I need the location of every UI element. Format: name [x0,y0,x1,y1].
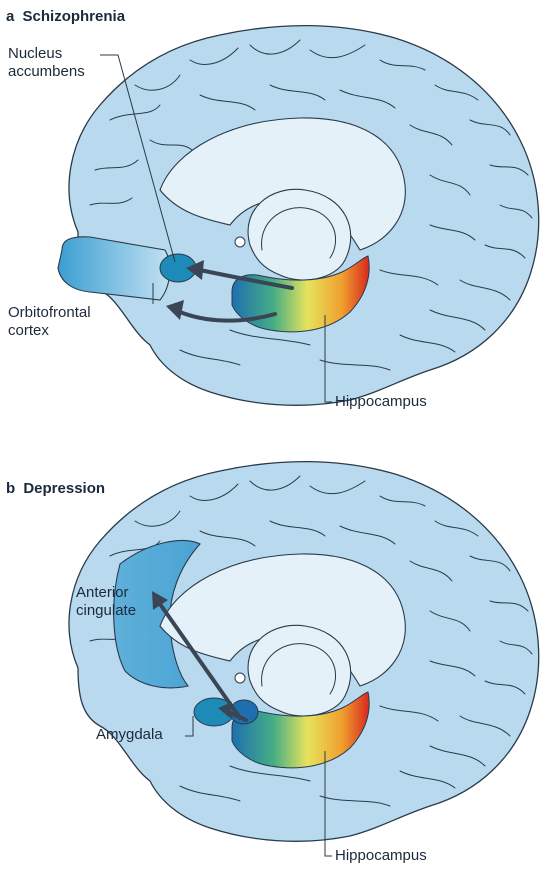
panel-a-schizophrenia: a Schizophrenia [0,0,549,436]
label-nucleus-accumbens-line1: Nucleus [8,45,85,63]
label-anterior-cingulate: Anterior cingulate [76,584,136,620]
label-nucleus-accumbens: Nucleus accumbens [8,45,85,81]
label-anterior-cingulate-line1: Anterior [76,584,136,602]
label-amygdala: Amygdala [96,726,163,744]
label-orbitofrontal-line1: Orbitofrontal [8,304,91,322]
label-hippocampus-a: Hippocampus [335,393,427,411]
label-nucleus-accumbens-line2: accumbens [8,63,85,81]
panel-b-depression: b Depression [0,436,549,872]
brain-diagram-b [0,436,549,872]
label-hippocampus-b: Hippocampus [335,847,427,865]
label-orbitofrontal-line2: cortex [8,322,91,340]
label-anterior-cingulate-line2: cingulate [76,602,136,620]
label-orbitofrontal-cortex: Orbitofrontal cortex [8,304,91,340]
